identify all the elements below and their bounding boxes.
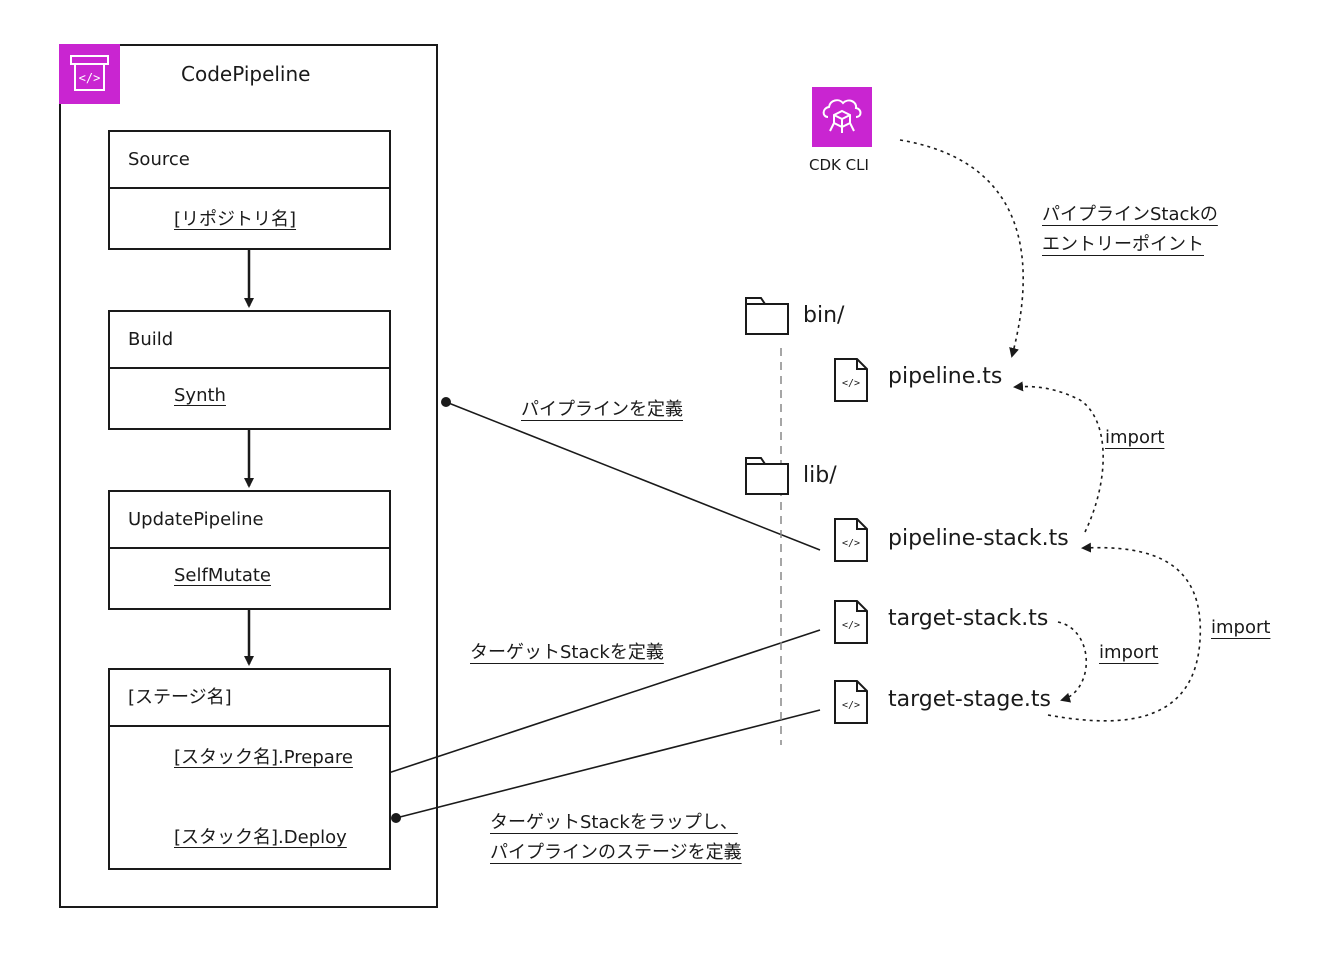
code-file-icon: </> <box>834 600 868 648</box>
stage-update-pipeline: UpdatePipeline SelfMutate <box>108 490 391 610</box>
label-wrap-stack-line2: パイプラインのステージを定義 <box>490 842 742 863</box>
action-deploy: [スタック名].Deploy <box>174 827 347 848</box>
action-selfmutate: SelfMutate <box>174 565 271 586</box>
stage-build: Build Synth <box>108 310 391 430</box>
file-name-pipeline: pipeline.ts <box>888 364 1003 389</box>
curve-stack-to-pipeline <box>1013 381 1104 533</box>
curve-cdk-to-pipeline <box>899 139 1024 358</box>
action-prepare: [スタック名].Prepare <box>174 747 353 768</box>
label-import-target-stage: import <box>1211 617 1271 638</box>
label-wrap-stack-line1: ターゲットStackをラップし、 <box>490 812 738 833</box>
link-line-pipeline-stack <box>445 401 821 551</box>
label-define-target-stack: ターゲットStackを定義 <box>470 642 664 663</box>
code-file-icon: </> <box>834 358 868 406</box>
folder-icon <box>745 456 789 500</box>
label-import-target-stack: import <box>1099 642 1159 663</box>
curve-target-stack-to-stage <box>1057 621 1088 703</box>
stage-title: Source <box>110 132 389 189</box>
link-line-target-stage <box>395 709 821 819</box>
svg-text:</>: </> <box>842 378 860 389</box>
folder-name-bin: bin/ <box>803 303 845 328</box>
codepipeline-icon: </> <box>59 44 120 104</box>
svg-text:</>: </> <box>842 620 860 631</box>
folder-name-lib: lib/ <box>803 463 837 488</box>
entry-point-label-line1: パイプラインStackの <box>1042 204 1218 225</box>
code-file-icon: </> <box>834 518 868 566</box>
curve-stage-to-stack <box>1047 542 1202 722</box>
entry-point-label-line2: エントリーポイント <box>1042 234 1204 255</box>
label-define-pipeline: パイプラインを定義 <box>521 399 683 420</box>
svg-text:</>: </> <box>842 700 860 711</box>
stage-title: Build <box>110 312 389 369</box>
stage-title: [ステージ名] <box>110 670 389 727</box>
codepipeline-frame <box>59 44 438 908</box>
svg-text:</>: </> <box>842 538 860 549</box>
cdk-cli-label: CDK CLI <box>809 156 869 174</box>
file-name-pipeline-stack: pipeline-stack.ts <box>888 526 1069 551</box>
cdk-cli-icon <box>812 87 872 147</box>
action-repository: [リポジトリ名] <box>174 209 297 230</box>
stage-source: Source [リポジトリ名] <box>108 130 391 250</box>
link-dot-deploy <box>391 813 401 823</box>
folder-icon <box>745 296 789 340</box>
file-name-target-stage: target-stage.ts <box>888 687 1051 712</box>
link-dot-build <box>441 397 451 407</box>
svg-text:</>: </> <box>79 71 101 85</box>
file-name-target-stack: target-stack.ts <box>888 606 1049 631</box>
action-synth: Synth <box>174 385 226 406</box>
stage-title: UpdatePipeline <box>110 492 389 549</box>
code-file-icon: </> <box>834 680 868 728</box>
label-import-pipeline: import <box>1105 427 1165 448</box>
link-line-target-stack <box>315 629 821 798</box>
codepipeline-title: CodePipeline <box>181 62 311 86</box>
stage-deploy-stage: [ステージ名] [スタック名].Prepare [スタック名].Deploy <box>108 668 391 870</box>
